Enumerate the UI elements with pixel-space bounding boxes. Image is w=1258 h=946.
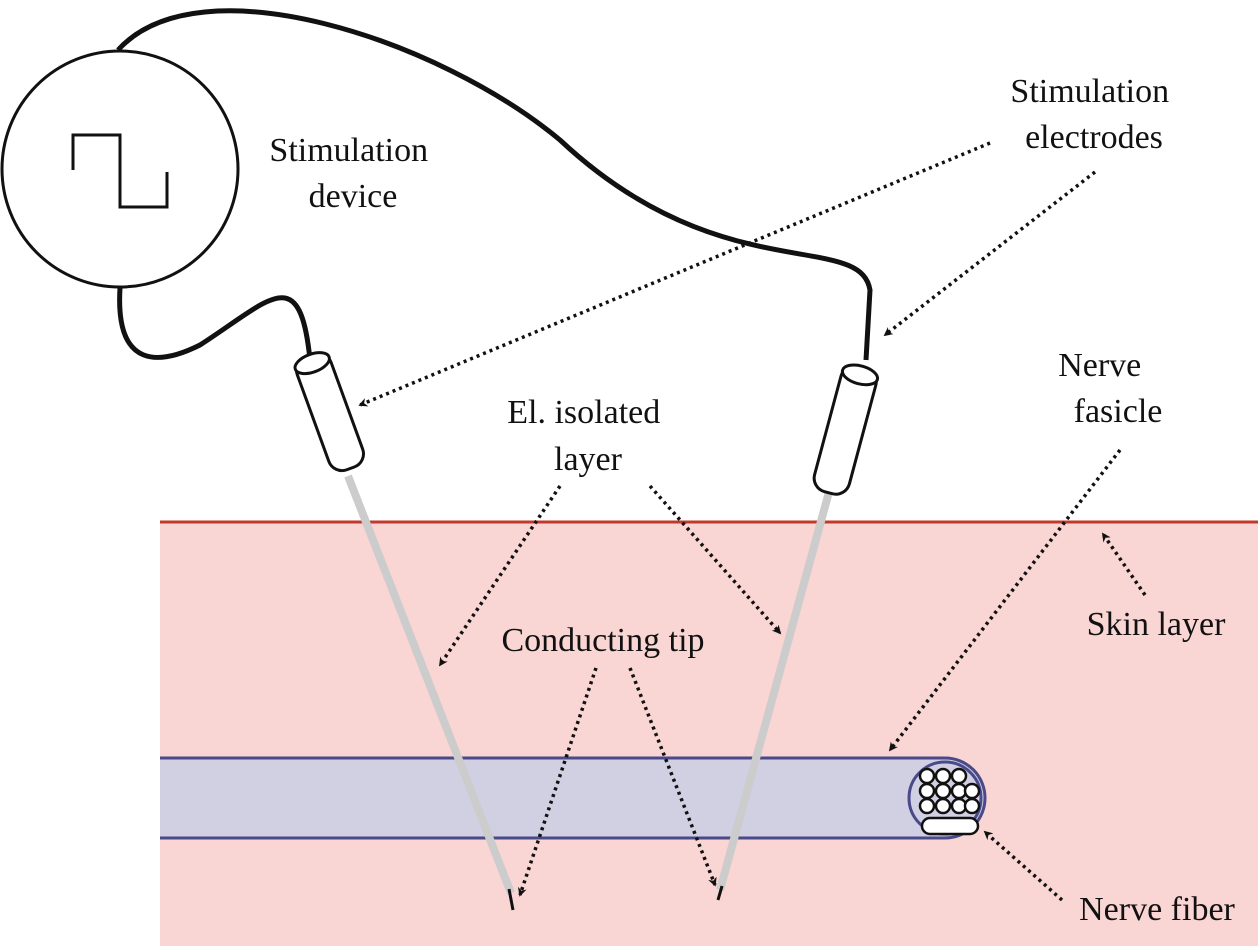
- left-electrode-handle: [293, 351, 365, 473]
- label-fascicle-line1: Nerve: [1058, 347, 1141, 384]
- label-device-line2: device: [309, 178, 398, 215]
- label-isolated-layer: El. isolated layer: [507, 394, 668, 478]
- wire-right: [116, 8, 873, 361]
- arrow-isolated-left: [438, 485, 562, 667]
- label-fascicle: Nerve fasicle: [1058, 347, 1162, 430]
- left-conducting-tip: [507, 888, 515, 911]
- label-isolated-line1: El. isolated: [507, 394, 660, 431]
- right-electrode-handle: [812, 363, 880, 496]
- nerve-fiber-bundle: [918, 767, 981, 836]
- label-nerve-fiber: Nerve fiber: [1079, 891, 1235, 928]
- label-fascicle-line2: fasicle: [1074, 393, 1163, 430]
- label-device-line1: Stimulation: [269, 132, 428, 169]
- tissue-region: [160, 522, 1258, 946]
- label-electrodes-line1: Stimulation: [1010, 73, 1169, 110]
- label-device: Stimulation device: [269, 132, 436, 215]
- nerve-fiber: [920, 816, 980, 836]
- arrow-fascicle: [888, 448, 1122, 752]
- arrow-tip-left: [518, 667, 598, 897]
- arrow-electrode-left: [358, 141, 991, 407]
- label-isolated-line2: layer: [554, 441, 623, 478]
- label-conducting-tip: Conducting tip: [501, 622, 704, 659]
- label-skin-layer: Skin layer: [1087, 606, 1226, 643]
- arrow-isolated-right: [648, 484, 782, 635]
- arrow-electrode-right: [883, 170, 1097, 337]
- arrow-fiber: [983, 830, 1064, 902]
- arrow-skin: [1101, 532, 1147, 596]
- square-wave-icon: [71, 133, 169, 209]
- label-electrodes-line2: electrodes: [1025, 119, 1163, 156]
- label-electrodes: Stimulation electrodes: [1010, 73, 1177, 156]
- left-needle: [344, 474, 515, 895]
- wire-left: [117, 287, 313, 361]
- right-needle: [716, 490, 833, 892]
- nerve-fascicle: [160, 756, 987, 840]
- right-conducting-tip: [716, 885, 724, 901]
